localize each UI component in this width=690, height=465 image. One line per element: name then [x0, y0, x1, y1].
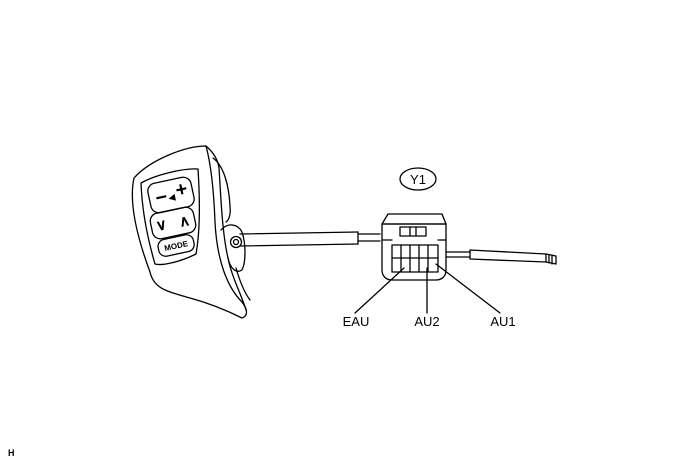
connector-y1 [381, 213, 447, 281]
volume-plus-symbol: + [173, 178, 189, 202]
latch-ribs [409, 226, 417, 237]
connector-top [381, 213, 447, 225]
connector-latch [399, 226, 427, 237]
mode-button-label: MODE [164, 239, 190, 253]
wire-harness-left [239, 231, 381, 247]
connector-id-callout [399, 167, 437, 191]
switch-button-symbols: − ◀ + ∨ ∧ MODE [153, 178, 191, 253]
wire-harness-right [445, 249, 557, 265]
cable-end-ribs [548, 254, 553, 265]
seek-rocker-button[interactable] [149, 206, 197, 241]
volume-speaker-icon: ◀ [167, 192, 176, 203]
seek-up-chevron-icon: ∧ [177, 212, 191, 231]
switch-housing-outline [131, 145, 248, 319]
switch-lower-lip [235, 267, 251, 301]
switch-mount-flange [220, 224, 246, 272]
seek-down-chevron-icon: ∨ [154, 216, 168, 235]
connector-id-label: Y1 [410, 172, 426, 187]
mode-button[interactable] [157, 233, 196, 257]
switch-side-rib [212, 157, 231, 223]
terminal-label-au2: AU2 [414, 314, 439, 329]
switch-housing-inner-edge [205, 145, 247, 311]
terminal-label-eau: EAU [343, 314, 370, 329]
mount-screw-hole-inner [232, 238, 240, 246]
footer-code: H [8, 448, 15, 458]
volume-minus-symbol: − [153, 186, 169, 210]
leader-line-eau [354, 267, 405, 314]
switch-bezel [140, 168, 200, 266]
terminal-label-au1: AU1 [490, 314, 515, 329]
mount-screw-hole [229, 235, 243, 249]
steering-pad-switch [131, 145, 251, 319]
terminal-cavity-grid [391, 244, 439, 273]
leader-line-au1 [435, 263, 501, 314]
